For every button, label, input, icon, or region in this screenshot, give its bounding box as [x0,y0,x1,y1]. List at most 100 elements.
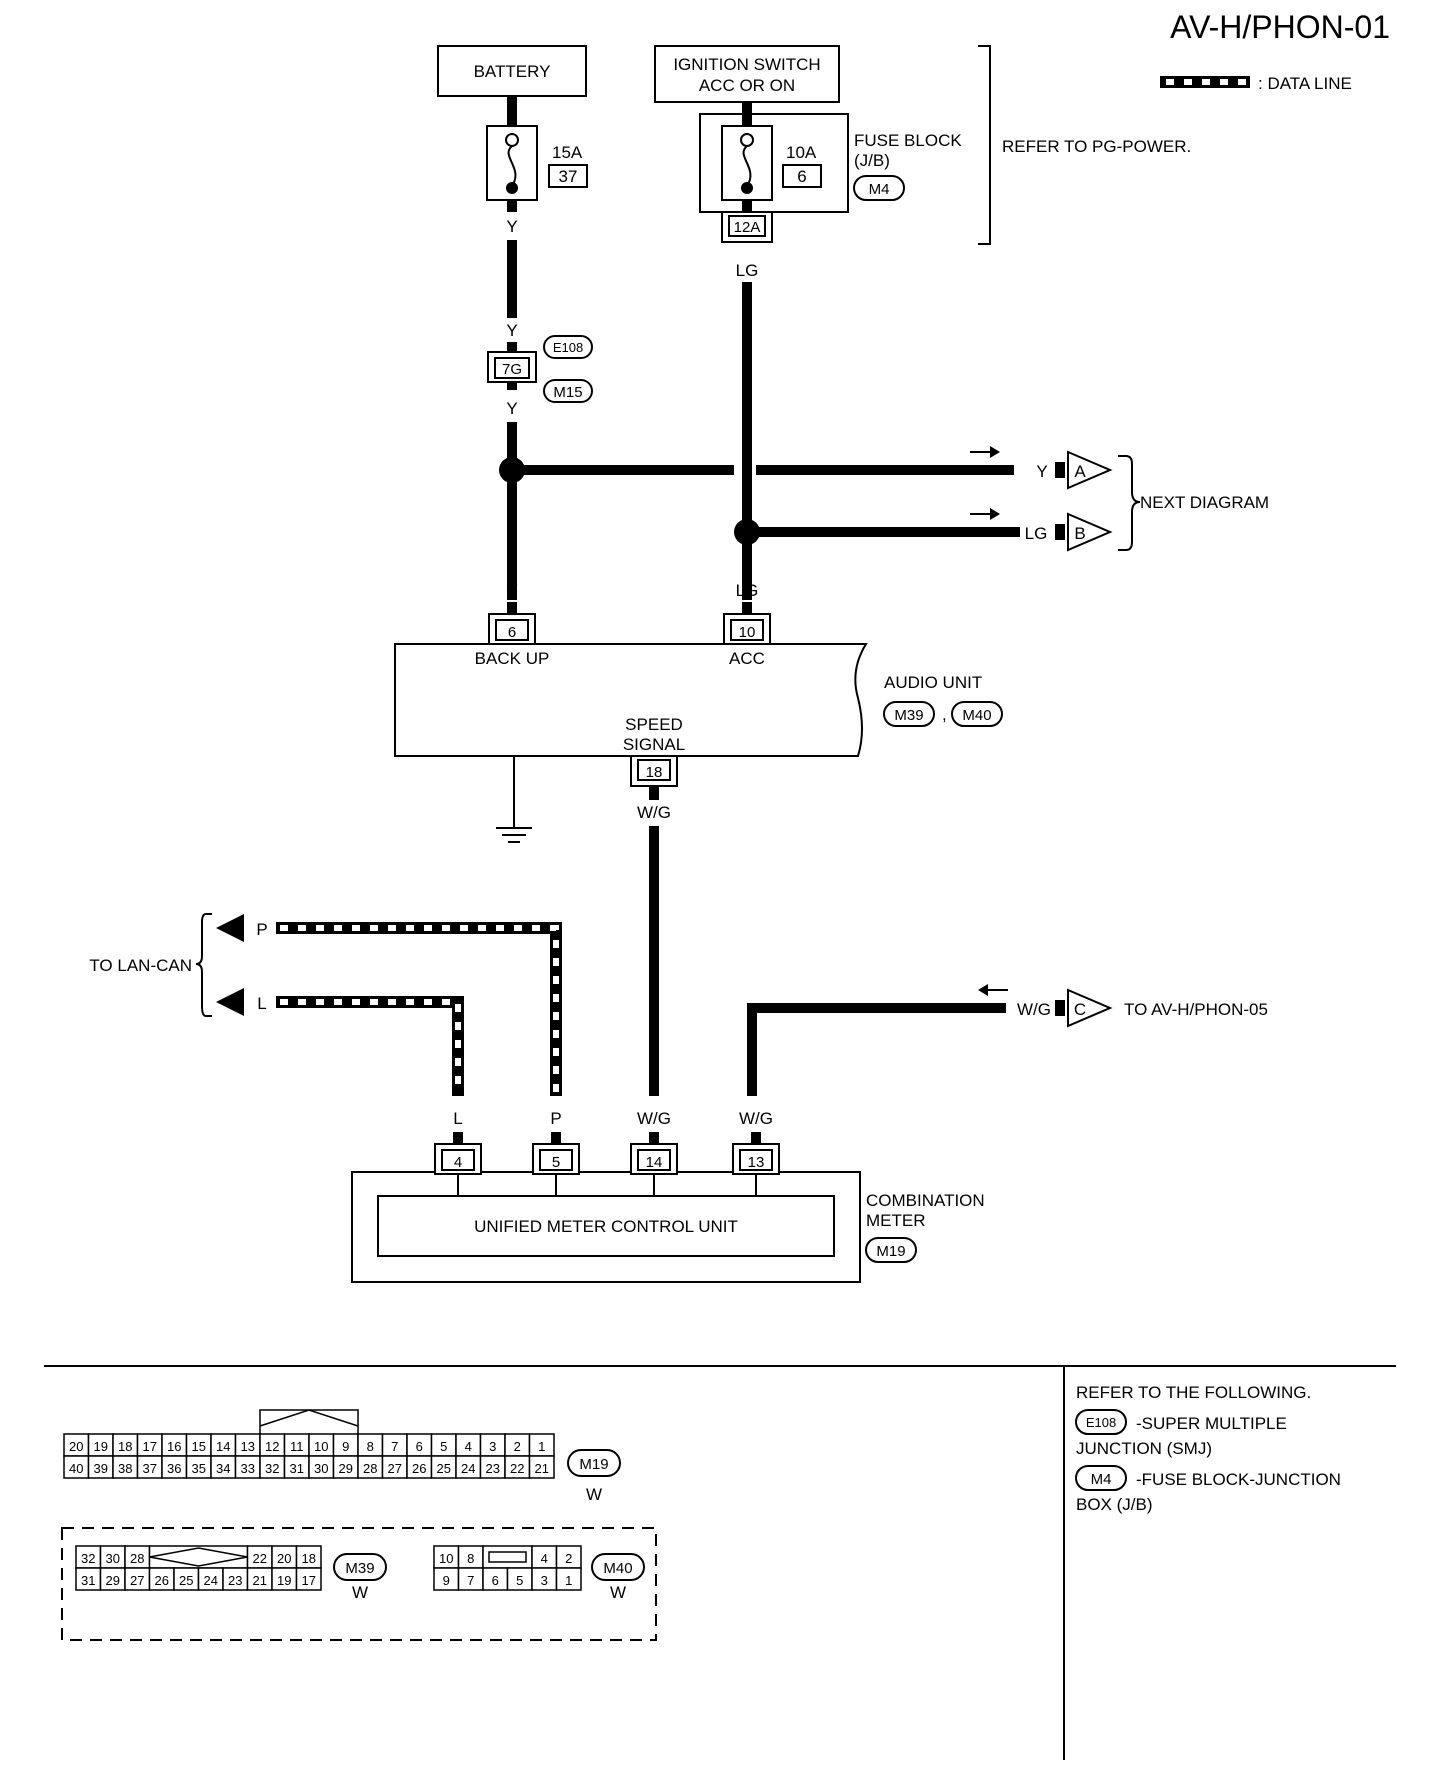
data-line-p [276,922,562,1096]
m39-pin-19: 19 [277,1573,291,1588]
audio-pin-speed: 18 [646,764,663,781]
lan-can-arrow-l [216,988,244,1016]
wire-color-p-1: P [256,920,267,939]
meter-pin-shells [434,1143,780,1196]
m40-pin-9: 9 [443,1573,450,1588]
ground-symbol [496,756,532,843]
m19-pin-2: 2 [514,1439,521,1454]
wire-color-p-2: P [550,1109,561,1128]
next-diagram-b: B [1074,524,1085,543]
refer-e108-id: E108 [1086,1415,1116,1430]
audio-label-acc: ACC [729,649,765,668]
m19-pin-9: 9 [342,1439,349,1454]
m39-pin-17-cell [295,1567,322,1591]
m19-pin-15: 15 [192,1439,206,1454]
m19-pin-36: 36 [167,1461,181,1476]
comb-meter-line2: METER [866,1211,926,1230]
m39-pin-28: 28 [130,1551,144,1566]
audio-label-backup: BACK UP [475,649,550,668]
legend-data-line-label: : DATA LINE [1258,74,1352,93]
connector-group-dashed [61,1527,657,1641]
m19-pin-21-cell [528,1455,555,1479]
meter-pin-13: 13 [748,1154,765,1171]
m19-pin-11: 11 [290,1439,304,1454]
m19-pin-5: 5 [440,1439,447,1454]
refer-pg-label: REFER TO PG-POWER. [1002,137,1191,156]
m19-pin-18: 18 [118,1439,132,1454]
m39-pin-25: 25 [179,1573,193,1588]
next-diagram-a-arrow [1067,450,1113,490]
meter-pin-14: 14 [646,1154,663,1171]
conn-m39-id: M39 [345,1560,374,1577]
m19-pin-38: 38 [118,1461,132,1476]
m39-pin-29: 29 [106,1573,120,1588]
refer-e108-oval [1075,1409,1127,1435]
wire-color-y-3: Y [506,399,517,418]
lan-can-brace [195,913,212,1017]
fuse-15a-number: 37 [559,167,578,186]
wire-color-wg-c: W/G [1017,1000,1051,1019]
m19-pin-32: 32 [265,1461,279,1476]
m19-pin-6: 6 [416,1439,423,1454]
m39-pin-22: 22 [253,1551,267,1566]
wire-color-wg-1: W/G [637,803,671,822]
audio-pin-acc: 10 [739,624,756,641]
fuse-10a [721,114,773,201]
m39-pin-32: 32 [81,1551,95,1566]
refer-m4-text1: -FUSE BLOCK-JUNCTION [1136,1470,1341,1489]
conn-m40-oval-face [591,1553,645,1581]
page-title: AV-H/PHON-01 [1170,9,1390,45]
m39-pin-18: 18 [302,1551,316,1566]
meter-pin-4: 4 [454,1154,462,1171]
m19-pin-33: 33 [241,1461,255,1476]
m19-pin-31: 31 [290,1461,304,1476]
m19-pin-4: 4 [465,1439,472,1454]
m19-pin-26: 26 [412,1461,426,1476]
m19-pin-27: 27 [388,1461,402,1476]
fuse-10a-rating: 10A [786,143,817,162]
m40-pin-7: 7 [467,1573,474,1588]
m40-pin-10: 10 [439,1551,453,1566]
m19-pin-7: 7 [391,1439,398,1454]
m19-pin-29: 29 [339,1461,353,1476]
conn-m39-oval-face [333,1553,387,1581]
refer-m4-text2: BOX (J/B) [1076,1495,1153,1514]
m19-pin-13: 13 [241,1439,255,1454]
ignition-line2: ACC OR ON [699,76,795,95]
audio-label-speed1: SPEED [625,715,683,734]
m19-pin-39: 39 [94,1461,108,1476]
conn-m39-oval [883,701,935,727]
ignition-line1: IGNITION SWITCH [673,55,820,74]
m19-pin-34: 34 [216,1461,230,1476]
conn-e108-oval [543,335,593,359]
next-diagram-label: NEXT DIAGRAM [1140,493,1269,512]
m39-pin-27: 27 [130,1573,144,1588]
m39-pin-21: 21 [253,1573,267,1588]
refer-following-title: REFER TO THE FOLLOWING. [1076,1383,1311,1402]
m19-pin-8: 8 [367,1439,374,1454]
m19-pin-3: 3 [489,1439,496,1454]
m19-pin-19: 19 [94,1439,108,1454]
refer-m4-oval [1075,1465,1127,1491]
fuse-block-line1: FUSE BLOCK [854,131,962,150]
data-line-legend: : DATA LINE [1160,74,1352,93]
m39-pin-30: 30 [106,1551,120,1566]
m19-pin-24: 24 [461,1461,475,1476]
m40-pin-1-cell [555,1567,582,1591]
m19-pin-17: 17 [143,1439,157,1454]
m40-pin-5: 5 [516,1573,523,1588]
audio-unit-label: AUDIO UNIT [884,673,982,692]
refer-e108-text1: -SUPER MULTIPLE [1136,1414,1287,1433]
terminal-12a-label: 12A [734,219,761,236]
m39-pin-26: 26 [155,1573,169,1588]
smj-terminal: 7G [502,361,522,378]
m40-pin-3: 3 [541,1573,548,1588]
fuse-block-line2: (J/B) [854,151,890,170]
wire-color-y-a: Y [1036,462,1047,481]
conn-m19-oval-top [865,1237,917,1263]
m39-pin-24: 24 [204,1573,218,1588]
next-diagram-b-arrow [1067,512,1113,552]
unified-meter-label: UNIFIED METER CONTROL UNIT [474,1217,738,1236]
